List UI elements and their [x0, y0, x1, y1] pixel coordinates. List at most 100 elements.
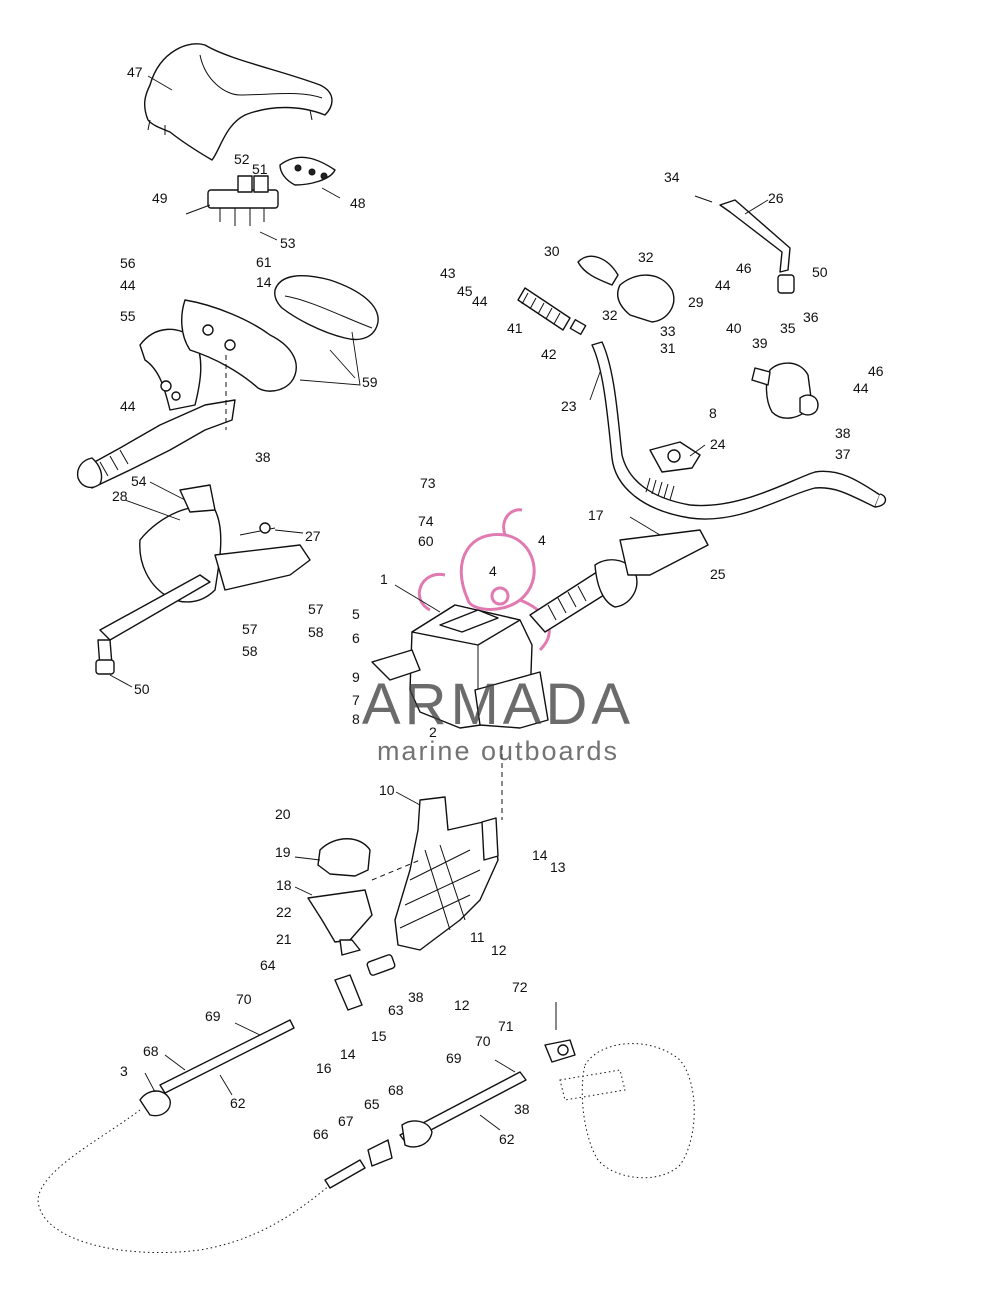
part-label: 18: [276, 877, 292, 893]
part-label: 72: [512, 979, 528, 995]
part-handlebar-pad: [274, 275, 379, 341]
part-label: 69: [446, 1050, 462, 1066]
part-jet-nozzle-outline: [559, 1043, 695, 1179]
part-label: 37: [835, 446, 851, 462]
part-label: 27: [305, 528, 321, 544]
part-label: 19: [275, 844, 291, 860]
part-label: 1: [380, 571, 388, 587]
part-label: 2: [429, 724, 437, 740]
part-label: 62: [499, 1131, 515, 1147]
part-label: 20: [275, 806, 291, 822]
part-label: 9: [352, 669, 360, 685]
part-steering-shaft-left: [76, 399, 236, 489]
part-label: 73: [420, 475, 436, 491]
part-label: 33: [660, 323, 676, 339]
part-handlebar-tube: [591, 341, 887, 520]
watermark-title: ARMADA: [362, 672, 634, 737]
part-lever: [334, 954, 396, 1011]
part-steering-cable: [37, 1019, 527, 1253]
part-label: 21: [276, 931, 292, 947]
part-label: 67: [338, 1113, 354, 1129]
part-label: 8: [352, 711, 360, 727]
part-label: 49: [152, 190, 168, 206]
part-label: 59: [362, 374, 378, 390]
part-label: 44: [472, 293, 488, 309]
part-label: 22: [276, 904, 292, 920]
part-label: 12: [491, 942, 507, 958]
part-steering-shaft-right: [529, 529, 709, 633]
part-label: 5: [352, 606, 360, 622]
part-label: 46: [736, 260, 752, 276]
part-label: 57: [242, 621, 258, 637]
part-label: 29: [688, 294, 704, 310]
part-label: 58: [242, 643, 258, 659]
part-label: 38: [835, 425, 851, 441]
part-clamp-block: [649, 441, 701, 473]
part-lower-steering-bracket: [95, 484, 311, 675]
part-label: 61: [256, 254, 272, 270]
part-steering-support: [371, 604, 549, 729]
part-label: 39: [752, 335, 768, 351]
part-label: 10: [379, 782, 395, 798]
part-label: 13: [550, 859, 566, 875]
part-label: 41: [507, 320, 523, 336]
part-label: 55: [120, 308, 136, 324]
part-label: 70: [475, 1033, 491, 1049]
part-cable-end: [544, 1002, 576, 1063]
part-handlebar-clamp: [185, 156, 336, 226]
part-cable-support: [307, 838, 373, 956]
part-label: 68: [143, 1043, 159, 1059]
part-label: 11: [470, 929, 485, 945]
part-label: 4: [538, 532, 546, 548]
part-label: 34: [664, 169, 680, 185]
part-label: 24: [710, 436, 726, 452]
part-label: 70: [236, 991, 252, 1007]
part-label: 50: [134, 681, 150, 697]
part-label: 62: [230, 1095, 246, 1111]
part-support-plate: [394, 796, 499, 951]
part-label: 7: [352, 692, 360, 708]
part-label: 46: [868, 363, 884, 379]
part-label: 17: [588, 507, 604, 523]
part-seat: [143, 43, 333, 161]
part-label: 53: [280, 235, 296, 251]
part-label: 3: [120, 1063, 128, 1079]
part-label: 23: [561, 398, 577, 414]
part-label: 30: [544, 243, 560, 259]
part-label: 8: [709, 405, 717, 421]
part-steering-rod: [694, 195, 795, 294]
part-label: 32: [602, 307, 618, 323]
part-label: 44: [120, 277, 136, 293]
part-switch-housing: [751, 362, 819, 419]
part-label: 26: [768, 190, 784, 206]
part-label: 35: [780, 320, 796, 336]
part-label: 50: [812, 264, 828, 280]
part-label: 38: [255, 449, 271, 465]
part-label: 36: [803, 309, 819, 325]
part-label: 66: [313, 1126, 329, 1142]
part-label: 40: [726, 320, 742, 336]
part-label: 14: [340, 1046, 356, 1062]
part-label: 65: [364, 1096, 380, 1112]
part-label: 38: [408, 989, 424, 1005]
part-label: 74: [418, 513, 434, 529]
part-label: 31: [660, 340, 676, 356]
part-label: 14: [532, 847, 548, 863]
part-label: 45: [457, 283, 473, 299]
part-label: 60: [418, 533, 434, 549]
part-label: 15: [371, 1028, 387, 1044]
part-throttle-housing: [577, 255, 675, 323]
part-label: 52: [234, 151, 250, 167]
part-label: 44: [120, 398, 136, 414]
part-labels: 47 52 51 49 48 53 56 61 44 14 55 59 44 3…: [112, 64, 884, 1147]
part-label: 42: [541, 346, 557, 362]
part-label: 25: [710, 566, 726, 582]
part-label: 47: [127, 64, 143, 80]
part-label: 44: [715, 277, 731, 293]
part-label: 43: [440, 265, 456, 281]
part-label: 4: [489, 563, 497, 579]
watermark-subtitle: marine outboards: [377, 736, 619, 766]
part-label: 71: [498, 1018, 514, 1034]
part-label: 68: [388, 1082, 404, 1098]
